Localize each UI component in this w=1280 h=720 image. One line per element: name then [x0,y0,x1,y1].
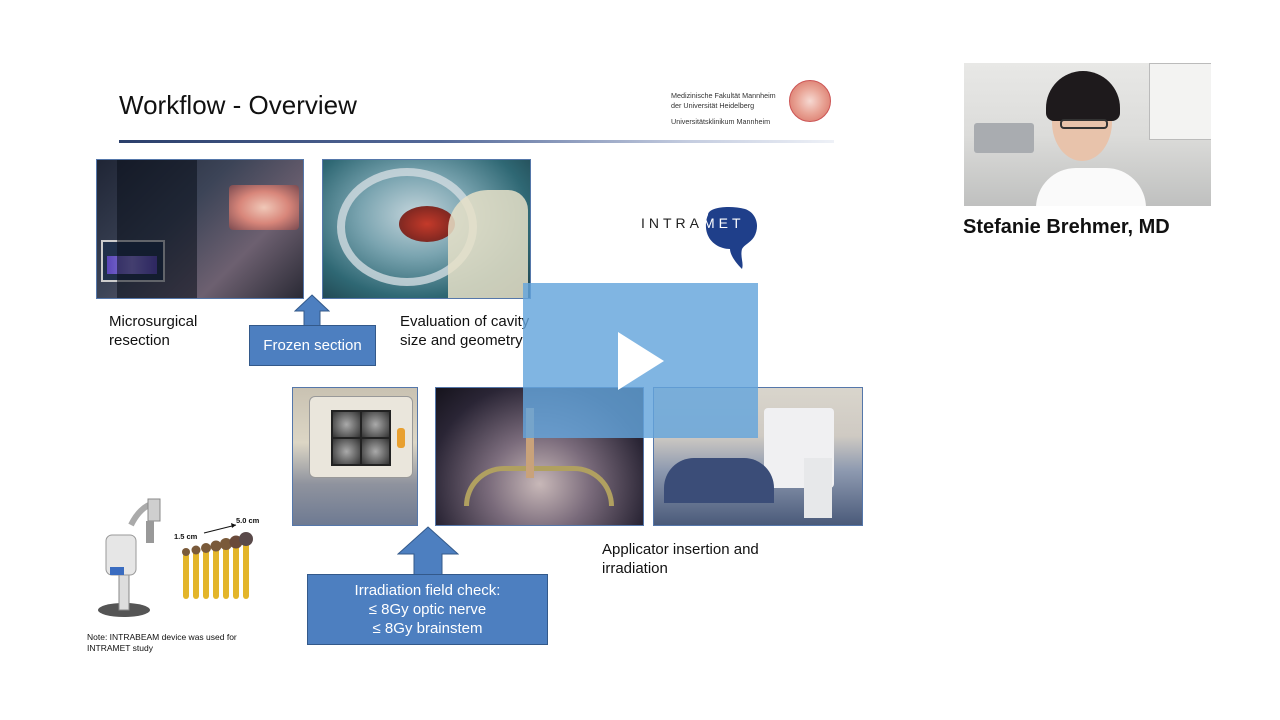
institution-line-3: Universitätsklinikum Mannheim [671,117,771,126]
device-note: Note: INTRABEAM device was used for INTR… [87,632,237,654]
photo-cavity-evaluation [322,159,531,299]
up-arrow-icon [294,294,330,327]
caption-applicator-insertion: Applicator insertion and irradiation [602,540,759,578]
speaker-video-feed [964,63,1211,206]
caption-microsurgical-resection: Microsurgical resection [109,312,197,350]
brain-logo-icon [705,207,757,269]
size-label-large: 5.0 cm [236,516,260,525]
caption-line: size and geometry [400,332,523,349]
video-play-button[interactable] [523,283,758,438]
speaker-name: Stefanie Brehmer, MD [963,216,1170,238]
institution-line-1: Medizinische Fakultät Mannheim [671,91,776,100]
caption-line: resection [109,332,170,349]
device-note-line-1: Note: INTRABEAM device was used for [87,632,237,642]
caption-line: Applicator insertion and [602,541,759,558]
photo-operating-room [653,387,863,526]
frozen-section-label: Frozen section [263,337,362,354]
caption-line: Evaluation of cavity [400,313,530,330]
caption-line: Microsurgical [109,313,198,330]
slide-title: Workflow - Overview [119,90,357,120]
irradiation-line-3: ≤ 8Gy brainstem [372,620,483,637]
intramet-logo: INTRAMET [641,215,745,231]
institution-name: Medizinische Fakultät Mannheim der Unive… [671,91,776,127]
frozen-section-box: Frozen section [249,325,376,366]
institution-line-2: der Universität Heidelberg [671,101,755,110]
university-seal-icon [789,80,831,122]
photo-microsurgical-resection [96,159,304,299]
device-note-line-2: INTRAMET study [87,643,153,653]
irradiation-line-1: Irradiation field check: [354,582,501,599]
up-arrow-icon [397,526,459,576]
photo-treatment-planning-monitor [292,387,418,526]
caption-line: irradiation [602,560,668,577]
title-rule [119,140,834,143]
logo-suffix: MET [703,215,745,231]
play-icon[interactable] [616,330,666,392]
caption-cavity-evaluation: Evaluation of cavity size and geometry [400,312,529,350]
size-label-small: 1.5 cm [174,532,198,541]
logo-prefix: INTRA [641,215,703,231]
irradiation-field-check-box: Irradiation field check: ≤ 8Gy optic ner… [307,574,548,645]
irradiation-line-2: ≤ 8Gy optic nerve [368,601,487,618]
intrabeam-device-illustration [98,498,253,617]
